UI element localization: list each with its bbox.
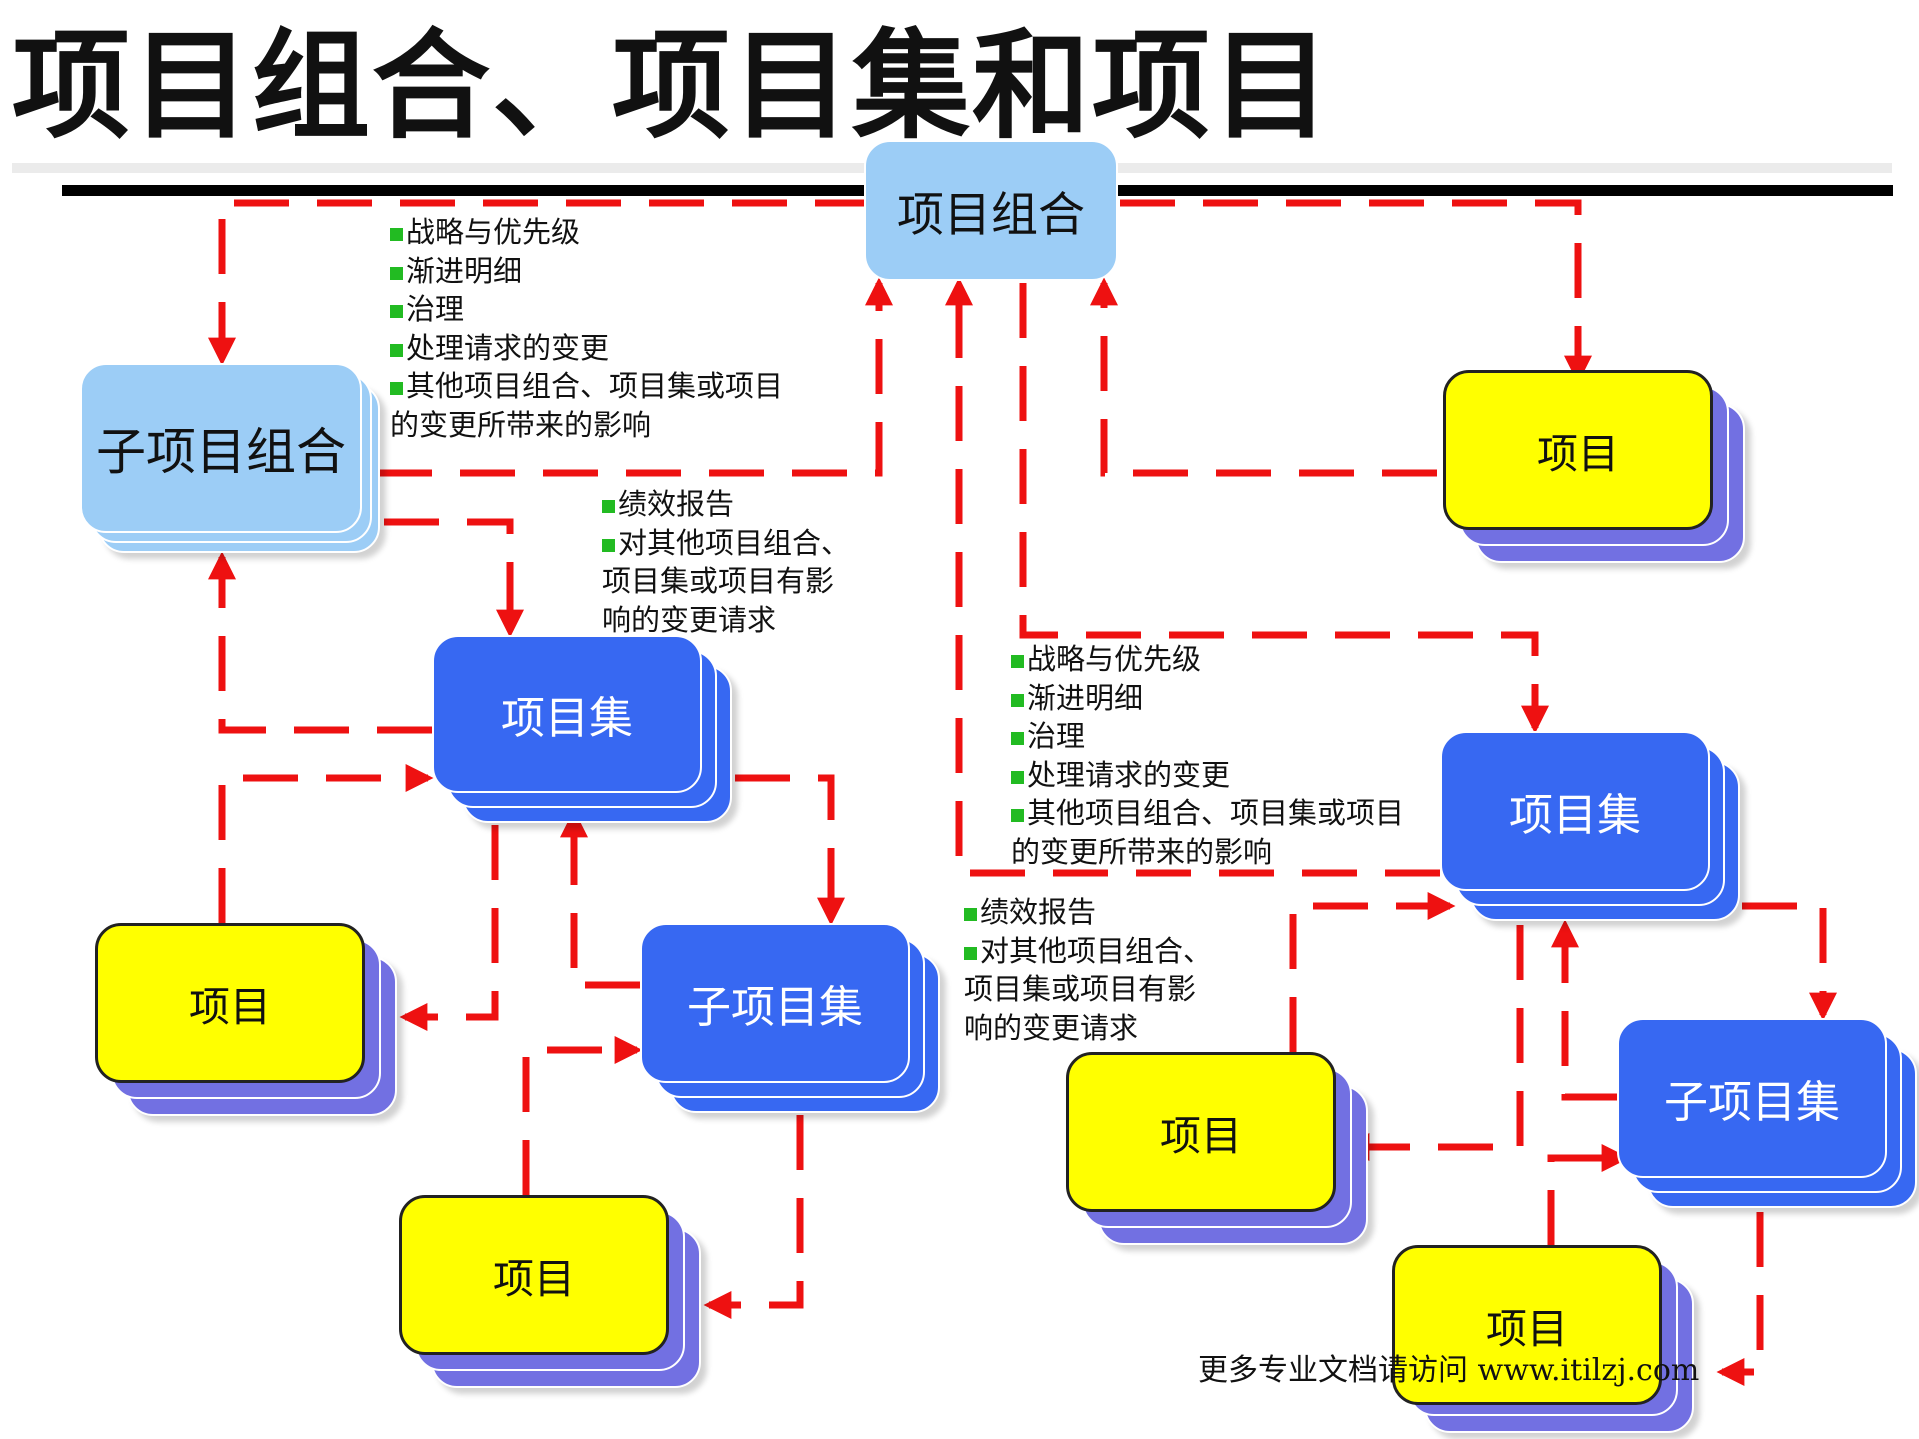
footer-watermark-text: 更多专业文档请访问 www.itilzj.com — [1198, 1353, 1700, 1388]
project-label-left: 项目 — [95, 923, 365, 1083]
arrow-project-to-portfolio — [1090, 277, 1437, 477]
project-node-right-bottom[interactable]: 项目 — [1392, 1245, 1698, 1435]
arrow-subprogram-to-program-left — [560, 809, 640, 989]
arrow-project-to-program-right — [1289, 892, 1456, 1052]
project-node-left-bottom[interactable]: 项目 — [399, 1195, 705, 1392]
project-label-top-right: 项目 — [1443, 370, 1713, 530]
page-title: 项目组合、项目集和项目 — [12, 17, 1333, 155]
project-node-top-right[interactable]: 项目 — [1443, 370, 1749, 567]
arrow-subportfolio-to-program-left — [384, 518, 524, 638]
arrow-program-right-to-project — [1341, 925, 1524, 1161]
arrow-portfolio-to-program-right — [1019, 283, 1549, 734]
arrow-program-left-to-subprogram — [735, 774, 845, 926]
subprogram-label-left: 子项目集 — [640, 923, 910, 1083]
arrow-portfolio-to-project — [1120, 199, 1592, 384]
arrow-subprogram-to-program-right — [1551, 919, 1617, 1101]
arrow-program-left-to-subportfolio — [208, 551, 432, 734]
arrow-portfolio-to-subportfolio — [208, 199, 870, 366]
subprogram-label-right: 子项目集 — [1617, 1018, 1887, 1178]
project-label-right-bottom: 项目 — [1392, 1245, 1662, 1405]
sub-portfolio-label: 子项目组合 — [80, 363, 362, 533]
arrow-subprogram-to-project-right — [1716, 1212, 1764, 1386]
project-label-right-mid: 项目 — [1066, 1052, 1336, 1212]
arrow-program-left-to-project — [399, 825, 499, 1031]
annotation-governance-top: 战略与优先级 渐进明细 治理 处理请求的变更 其他项目组合、项目集或项目 的变更… — [390, 215, 784, 442]
subprogram-node-right[interactable]: 子项目集 — [1617, 1018, 1919, 1210]
subprogram-node-left[interactable]: 子项目集 — [640, 923, 946, 1115]
program-label-left: 项目集 — [432, 635, 702, 793]
project-node-left[interactable]: 项目 — [95, 923, 401, 1120]
arrow-program-right-to-portfolio — [945, 277, 1440, 877]
sub-portfolio-node[interactable]: 子项目组合 — [80, 363, 382, 555]
arrow-project-to-subprogram — [522, 1036, 643, 1195]
portfolio-node[interactable]: 项目组合 — [864, 140, 1118, 281]
program-node-right[interactable]: 项目集 — [1440, 731, 1746, 923]
arrow-subportfolio-to-portfolio — [377, 277, 893, 477]
arrow-subprogram-to-project — [703, 1115, 804, 1319]
program-node-left[interactable]: 项目集 — [432, 635, 738, 825]
project-label-left-bottom: 项目 — [399, 1195, 669, 1355]
arrow-program-right-to-subprogram — [1742, 902, 1837, 1021]
arrow-project-to-subprogram-right — [1547, 1144, 1630, 1245]
portfolio-label: 项目组合 — [864, 140, 1118, 281]
annotation-governance-bottom: 战略与优先级 渐进明细 治理 处理请求的变更 其他项目组合、项目集或项目 的变更… — [1011, 642, 1405, 869]
annotation-report-top: 绩效报告 对其他项目组合、 项目集或项目有影 响的变更请求 — [602, 487, 851, 637]
project-node-right-mid[interactable]: 项目 — [1066, 1052, 1372, 1249]
arrow-project-to-program-left — [218, 764, 434, 923]
annotation-report-bottom: 绩效报告 对其他项目组合、 项目集或项目有影 响的变更请求 — [964, 895, 1213, 1045]
program-label-right: 项目集 — [1440, 731, 1710, 891]
